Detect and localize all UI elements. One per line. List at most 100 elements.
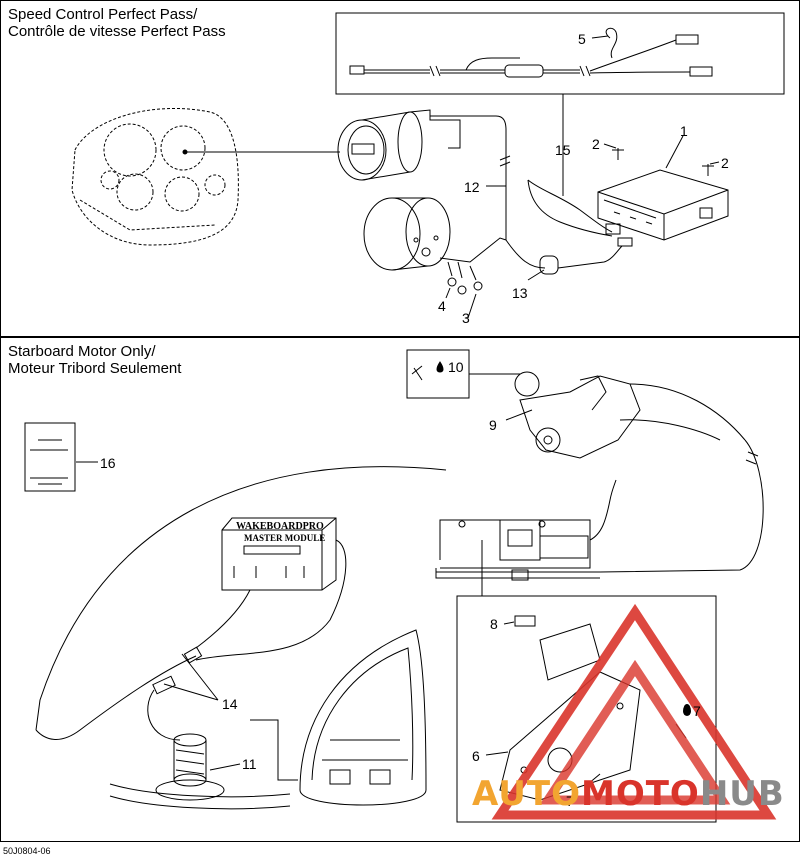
callout-12: 12: [464, 179, 480, 195]
watermark-triangle: [491, 603, 777, 820]
part-8: [514, 615, 536, 627]
leader-8: [503, 621, 515, 625]
throttle-cable-break: [745, 451, 759, 465]
watermark-moto: MOTO: [580, 774, 700, 814]
callout-13: 13: [512, 285, 528, 301]
harness-connector-left: [349, 65, 365, 75]
cable-tie-part-5: [605, 27, 618, 59]
bottom-title-line2: Moteur Tribord Seulement: [8, 360, 182, 377]
leader-2a: [603, 143, 617, 149]
control-gauge: [363, 197, 451, 271]
manual-lines: [30, 439, 68, 485]
callout-11: 11: [242, 756, 257, 772]
display-gauge: [337, 109, 461, 181]
gauge-location-dot: [182, 149, 188, 155]
master-module-bottom: [221, 517, 337, 591]
harness-terminal-upper: [675, 34, 699, 45]
leader-6: [485, 751, 509, 756]
harness-fuse-holder: [504, 64, 544, 78]
callout-9: 9: [489, 417, 497, 433]
leader-13: [527, 269, 545, 281]
harness-branch: [465, 57, 520, 71]
harness-inset-frame: [335, 12, 785, 95]
drop-icon-10: [436, 361, 444, 373]
callout-15: 15: [555, 142, 571, 158]
callout-8: 8: [490, 616, 498, 632]
callout-3: 3: [462, 310, 470, 326]
module-label-line1: WAKEBOARDPRO: [236, 521, 324, 532]
harness-wire-left: [364, 69, 430, 74]
leader-14: [163, 653, 219, 701]
watermark-text: AUTOMOTOHUB: [472, 774, 785, 814]
manual-part-16: [24, 422, 76, 492]
harness-break-right: [579, 65, 591, 77]
top-title-line1: Speed Control Perfect Pass/: [8, 6, 198, 23]
callout-2a: 2: [592, 136, 600, 152]
callout-7a: 7: [693, 703, 701, 719]
harness-terminal-lower: [689, 66, 713, 77]
bottom-title-line1: Starboard Motor Only/: [8, 343, 156, 360]
hull-section: [109, 783, 291, 810]
display-cable-break: [499, 155, 511, 167]
harness-wire-right: [543, 69, 580, 74]
gauge-stud-wires: [439, 237, 507, 263]
screw-part-7b: [587, 773, 601, 785]
leader-4: [445, 287, 451, 299]
bottom-section-title: Starboard Motor Only/ Moteur Tribord Seu…: [8, 343, 181, 377]
top-section-title: Speed Control Perfect Pass/ Contrôle de …: [8, 6, 226, 40]
boat-outline: [299, 629, 427, 806]
boat-location-leader: [250, 719, 298, 781]
callout-6: 6: [472, 748, 480, 764]
nut-part-3: [473, 281, 483, 291]
wiring-connector: [605, 223, 621, 235]
harness-connector-b: [152, 675, 176, 695]
display-cable-part-12: [430, 115, 507, 240]
sensor-connector: [617, 237, 633, 247]
long-loop-cable: [35, 466, 447, 731]
drop-icon-7: [683, 704, 691, 716]
throttle-assembly-part-9: [514, 371, 746, 459]
leader-1: [665, 135, 684, 169]
throttle-cable: [599, 439, 764, 573]
sensor-part-13: [539, 255, 559, 275]
watermark-auto: AUTO: [472, 774, 581, 814]
watermark-hub: HUB: [699, 774, 785, 814]
harness-connector-a: [183, 646, 203, 664]
top-title-line2: Contrôle de vitesse Perfect Pass: [8, 23, 226, 40]
leader-9: [505, 409, 533, 421]
callout-2b: 2: [721, 155, 729, 171]
harness-to-sensor: [147, 689, 181, 741]
callout-7b: 7: [566, 793, 574, 809]
sensor-cable-a: [505, 239, 546, 269]
master-module-top: [597, 169, 729, 241]
harness-wire-mid: [440, 69, 505, 74]
screw-part-2a: [612, 148, 624, 160]
harness-wire-split: [589, 39, 691, 74]
image-code: 50J0804-06: [3, 846, 51, 856]
sensor-part-11: [155, 733, 225, 801]
module-harness-right: [195, 539, 347, 661]
screw-part-10: [411, 365, 423, 381]
screw-part-2b: [702, 164, 714, 176]
callout-14: 14: [222, 696, 238, 712]
dashboard-outline: [71, 108, 239, 246]
module-harness-left: [195, 589, 251, 649]
gauge-studs: [447, 261, 477, 281]
leader-3: [467, 293, 477, 319]
callout-1: 1: [680, 123, 688, 139]
leader-2b: [709, 161, 720, 165]
bracket-detail-frame: [456, 595, 717, 823]
callout-16: 16: [100, 455, 116, 471]
washer-part-4: [447, 277, 457, 287]
callout-10: 10: [448, 359, 464, 375]
mounting-bracket-top: [435, 479, 617, 581]
harness-to-left: [35, 655, 197, 740]
module-label-line2: MASTER MODULE: [244, 533, 326, 543]
harness-break-left: [429, 65, 441, 77]
wiring-part-15: [527, 179, 613, 233]
leader-5: [591, 35, 609, 39]
leader-11: [209, 763, 241, 771]
sensor-cable-b: [557, 245, 623, 269]
